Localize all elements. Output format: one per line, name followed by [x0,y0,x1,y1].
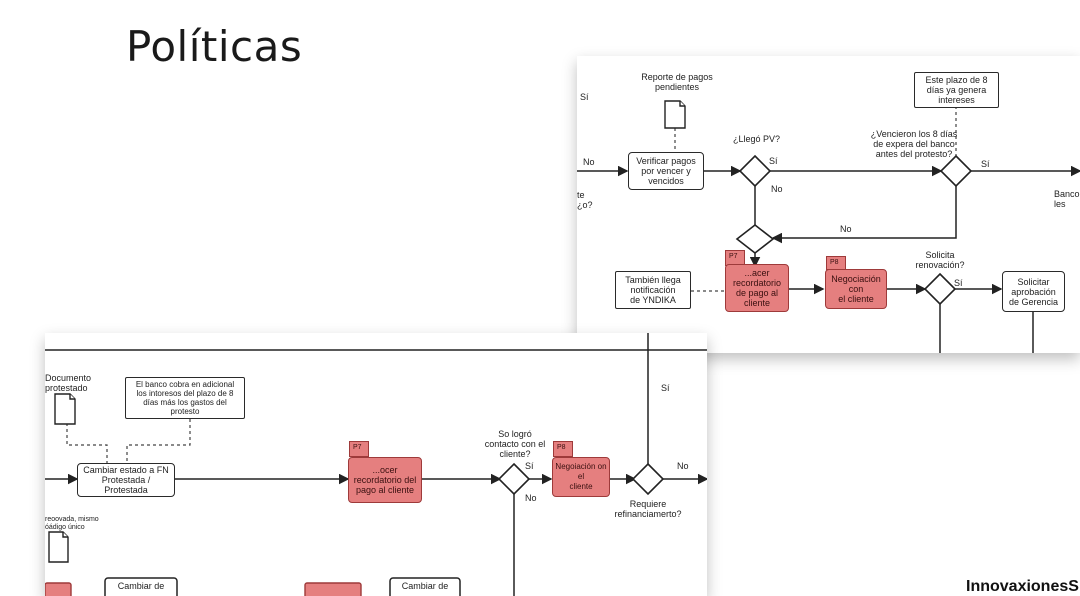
label-documento-protestado: Documento protestado [45,373,92,393]
decision-llego-pv [738,154,772,188]
task-verificar-pagos: Verificar pagos por vencer y vencidos [628,152,704,190]
label-si-vencieron: Sí [981,159,990,169]
page-title: Políticas [126,22,303,71]
label-si-solicita: Sí [954,278,963,288]
label-logro-contacto: So logró contacto con el cliente? [484,429,546,459]
tag-p8: P8 [826,256,846,270]
label-llego-pv: ¿Llegó PV? [732,134,781,144]
task-p8-negociacion: Negociación con el cliente [825,269,887,309]
note-plazo-8-dias: Este plazo de 8 días ya genera intereses [914,72,999,108]
flow-connectors-top [577,100,1080,353]
task-p8-negociacion-bottom: Negoiación on el cliente [552,457,610,497]
diagram-panel-top: Sí No te ¿o? Reporte de pagos pendientes… [577,56,1080,353]
label-no-llego: No [771,184,783,194]
task-p7-recordatorio-bottom: ...ocer recordatorio del pago al cliente [348,457,422,503]
document-icon-reporte [664,100,686,129]
decision-vencieron [939,154,973,188]
label-solicita-renovacion: Solicita renovación? [915,250,965,270]
label-reporte-pagos: Reporte de pagos pendientes [641,72,713,92]
label-banco-fragment: Banco les [1054,189,1080,209]
decision-logro-contacto [497,462,531,496]
tag-p7-bottom: P7 [349,441,369,457]
label-no-left: No [583,157,595,167]
brand-logo-text: InnovaxionesS [966,578,1079,595]
note-banco-cobra: El banco cobra en adicional los intoreso… [125,377,245,419]
label-si-top: Sí [661,383,670,393]
label-left-fragment: te ¿o? [577,190,593,210]
label-no-return: No [840,224,852,234]
decision-merge [735,223,775,255]
label-requiere-refin: Requiere refinanciamerto? [614,499,682,519]
task-cambiar-de-2: Cambiar de [401,581,449,591]
decision-solicita-renovacion [923,272,957,306]
document-icon-renovada [48,531,69,563]
task-cambiar-estado: Cambiar estado a FN Protestada / Protest… [77,463,175,497]
flow-connectors-bottom [45,333,707,596]
task-p7-recordatorio: ...acer recordatorio de pago al cliente [725,264,789,312]
diagram-panel-bottom: Documento protestado El banco cobra en a… [45,333,707,596]
tag-p8-bottom: P8 [553,441,573,457]
label-si-top-left: Sí [580,92,589,102]
label-renovada-note: reoovada, mismo óádigo único [45,516,99,531]
label-vencieron: ¿Vencieron los 8 días de expera del banc… [870,129,958,159]
decision-requiere-refin [631,462,665,496]
task-cambiar-de-1: Cambiar de [117,581,165,591]
task-solicitar-aprobacion: Solicitar aprobación de Gerencia [1002,271,1065,312]
label-si-contacto: Sí [525,461,534,471]
document-icon-protestado [54,393,76,425]
label-si-llego: Sí [769,156,778,166]
note-tambien-llega: También llega notificación de YNDIKA [615,271,691,309]
label-no-right: No [677,461,689,471]
label-no-contacto: No [525,493,537,503]
